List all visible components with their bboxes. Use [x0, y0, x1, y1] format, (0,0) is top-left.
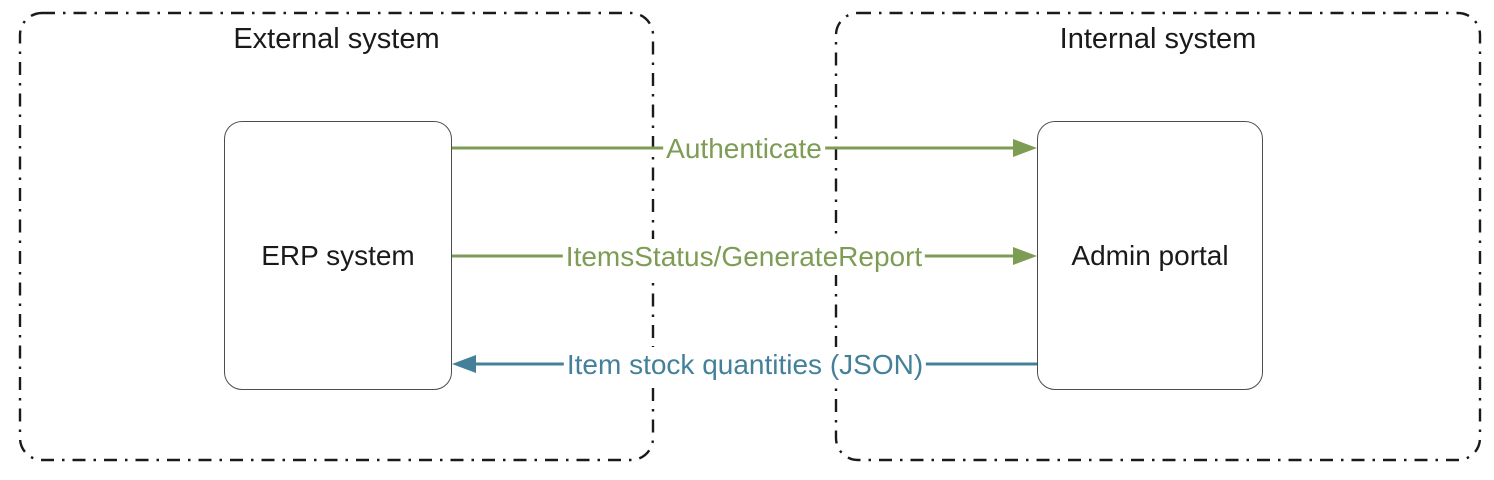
internal-system-title: Internal system: [1059, 23, 1257, 55]
node-admin-portal-label: Admin portal: [1071, 239, 1229, 271]
node-admin-portal: Admin portal: [1037, 121, 1263, 390]
node-erp-system: ERP system: [224, 121, 452, 390]
edge-authenticate-arrowhead-icon: [1013, 139, 1037, 157]
edge-item-stock-arrowhead-icon: [452, 355, 476, 373]
external-system-title: External system: [233, 23, 440, 55]
edge-itemsstatus-arrowhead-icon: [1013, 247, 1037, 265]
node-erp-system-label: ERP system: [261, 239, 415, 271]
edge-label-authenticate: Authenticate: [663, 131, 825, 167]
edge-label-itemsstatus-generatereport: ItemsStatus/GenerateReport: [562, 239, 926, 275]
external-system-boundary: [18, 11, 655, 462]
edge-label-item-stock-quantities: Item stock quantities (JSON): [563, 347, 927, 383]
